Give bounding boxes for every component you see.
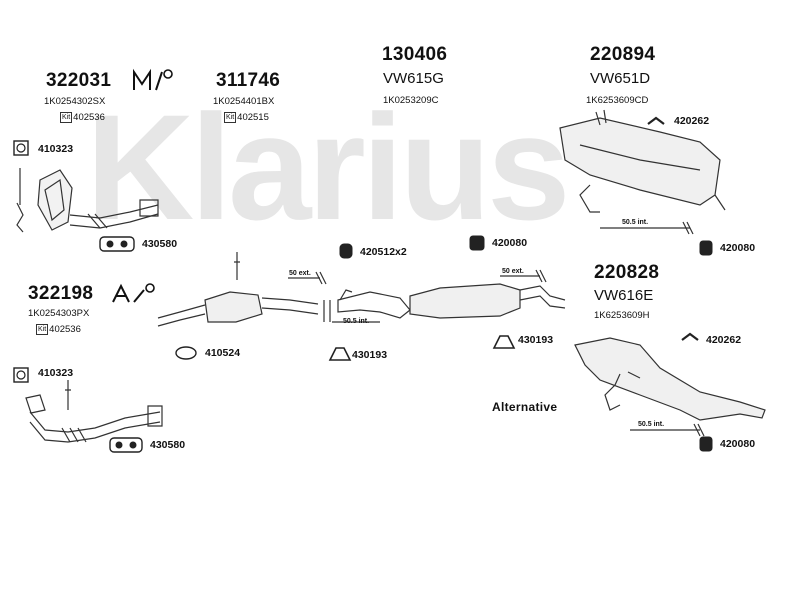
part-ref: 420080: [720, 242, 756, 254]
part-ref: 420080: [720, 438, 756, 450]
part-ref: 410524: [205, 347, 241, 359]
alternative-label: Alternative: [492, 400, 558, 414]
part-ref: 420262: [674, 115, 710, 127]
kit-number: Kit 402536: [36, 324, 81, 335]
part-ref: 430193: [518, 334, 554, 346]
part-ref: 420080: [492, 237, 528, 249]
part-ref: 410323: [38, 367, 74, 379]
oe-number: 1K0254401BX: [213, 96, 275, 107]
part-ref: 430193: [352, 349, 388, 361]
hanger-icon: [681, 332, 699, 341]
clamp-plate-icon: [99, 236, 135, 252]
part-ref: 430580: [142, 238, 178, 250]
model-code: VW651D: [590, 70, 651, 87]
model-code: VW616E: [594, 287, 654, 304]
dimension-label: 50.5 int.: [343, 318, 370, 325]
part-code: 220894: [590, 44, 656, 65]
a-symbol-icon: [112, 283, 130, 303]
kit-number: Kit 402515: [224, 112, 269, 123]
part-ref: 420262: [706, 334, 742, 346]
ring-gasket-icon: [175, 346, 197, 360]
front-pipe-drawing-bottom: [25, 380, 163, 443]
part-icons: [13, 116, 713, 453]
part-ref: 410323: [38, 143, 74, 155]
dimension-label: 50 ext.: [502, 268, 524, 275]
clamp-icon: [328, 347, 352, 361]
oe-number: 1K6253609H: [594, 310, 650, 321]
oe-number: 1K6253609CD: [586, 95, 649, 106]
clamp-plate-icon: [109, 437, 143, 453]
part-code: 311746: [216, 70, 281, 91]
part-ref: 430580: [150, 439, 186, 451]
kit-icon: Kit: [36, 324, 49, 335]
type-symbols: [112, 68, 173, 303]
gasket-icon: [13, 140, 29, 156]
middle-pipe-drawing: [157, 252, 566, 327]
hanger-icon: [647, 116, 665, 125]
oe-number: 1K0254303PX: [28, 308, 90, 319]
kit-icon: Kit: [224, 112, 237, 123]
catalytic-converter-drawing-top: [16, 168, 159, 233]
clamp-icon: [492, 335, 516, 349]
part-code: 130406: [382, 44, 448, 65]
kit-number: Kit 402536: [60, 112, 105, 123]
part-code: 220828: [594, 262, 660, 283]
oe-number: 1K0254302SX: [44, 96, 106, 107]
rear-silencer-drawing-bottom: [574, 337, 766, 437]
part-ref: 420512x2: [360, 246, 407, 258]
kit-icon: Kit: [60, 112, 73, 123]
rubber-mount-icon: [699, 240, 713, 256]
model-code: VW615G: [383, 70, 444, 87]
gasket-icon: [13, 367, 29, 383]
rubber-mount-icon: [339, 243, 353, 259]
brand-watermark: Klarius: [86, 83, 571, 251]
rubber-mount-icon: [699, 436, 713, 452]
dimension-label: 50 ext.: [289, 270, 311, 277]
dimension-label: 50.5 int.: [638, 421, 665, 428]
kit-value: 402515: [237, 112, 269, 123]
oe-number: 1K0253209C: [383, 95, 439, 106]
kit-value: 402536: [49, 324, 81, 335]
m-symbol-icon: [133, 68, 151, 90]
part-code: 322031: [46, 70, 112, 91]
kit-value: 402536: [73, 112, 105, 123]
part-code: 322198: [28, 283, 94, 304]
rubber-mount-icon: [469, 235, 485, 251]
dimension-label: 50.5 int.: [622, 219, 649, 226]
rear-silencer-drawing-top: [559, 109, 726, 235]
